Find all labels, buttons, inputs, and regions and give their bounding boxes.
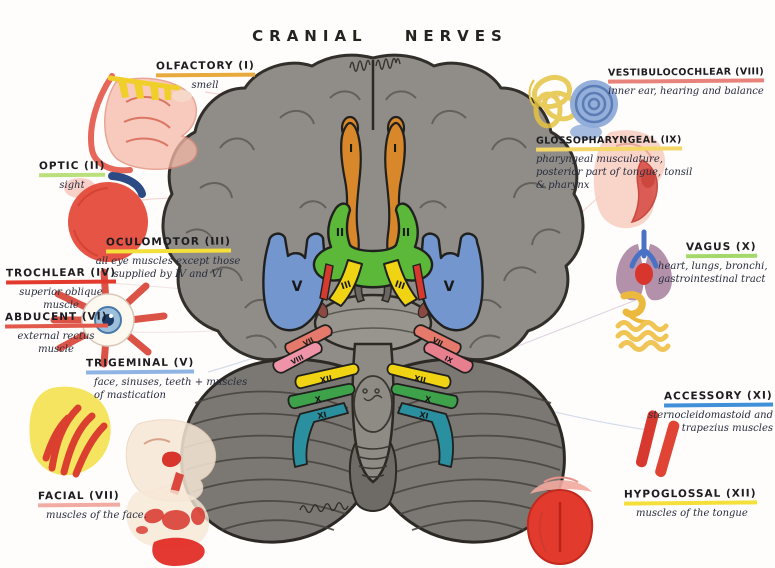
label-trigeminal-title: TRIGEMINAL (V) xyxy=(85,356,195,375)
facial-muscles-icon xyxy=(126,488,210,566)
label-abducent: ABDUCENT (VI) external rectus muscle xyxy=(2,307,110,356)
numeral-X: X xyxy=(424,394,433,404)
label-trochlear-title: TROCHLEAR (IV) xyxy=(5,266,117,285)
label-glossopharyngeal-desc: pharyngeal musculature, posterior part o… xyxy=(536,154,693,191)
label-accessory: ACCESSORY (XI) sternocleidomastoid and t… xyxy=(645,386,774,435)
label-accessory-title: ACCESSORY (XI) xyxy=(664,389,774,408)
label-glossopharyngeal: GLOSSOPHARYNGEAL (IX) pharyngeal muscula… xyxy=(535,130,704,192)
brain-inferior-view: I I II II III III V V VII VIII VII IX XI… xyxy=(161,53,585,544)
label-vestibulocochlear: VESTIBULOCOCHLEAR (VIII) inner ear, hear… xyxy=(600,62,772,98)
label-hypoglossal-desc: muscles of the tongue xyxy=(636,508,748,519)
numeral-XII: XII xyxy=(413,374,427,385)
nose-sketch-icon xyxy=(88,73,198,174)
label-optic-desc: sight xyxy=(59,180,85,191)
label-glossopharyngeal-title: GLOSSOPHARYNGEAL (IX) xyxy=(535,134,682,152)
numeral-I: I xyxy=(393,142,397,155)
nerve-numerals: I I II II III III V V VII VIII VII IX XI… xyxy=(290,142,455,421)
eyeball-icon xyxy=(64,172,148,262)
numeral-X: X xyxy=(314,394,323,404)
gi-tract-icon xyxy=(615,291,671,352)
vagus-stubs xyxy=(287,383,459,410)
neck-muscles-icon xyxy=(635,410,680,478)
label-vagus: VAGUS (X) heart, lungs, bronchi, gastroi… xyxy=(658,237,774,286)
numeral-II: II xyxy=(402,226,410,239)
label-trochlear: TROCHLEAR (IV) superior oblique muscle xyxy=(2,263,120,312)
face-sinuses-icon xyxy=(125,419,216,502)
jaw-muscle-icon xyxy=(29,386,111,478)
numeral-XII: XII xyxy=(319,374,333,385)
label-abducent-title: ABDUCENT (VI) xyxy=(4,310,108,329)
lungs-heart-icon xyxy=(616,229,672,301)
trigeminal-nerve-shape xyxy=(262,232,484,332)
label-vestibulocochlear-desc: inner ear, hearing and balance xyxy=(608,86,764,97)
numeral-VII: VII xyxy=(431,336,444,348)
trochlear-nerve-shape xyxy=(319,263,427,301)
label-vagus-desc: heart, lungs, bronchi, gastrointestinal … xyxy=(658,261,768,285)
numeral-II: II xyxy=(336,226,344,239)
medulla xyxy=(351,342,395,484)
label-vestibulocochlear-title: VESTIBULOCOCHLEAR (VIII) xyxy=(607,66,765,84)
numeral-XI: XI xyxy=(418,410,429,421)
pons xyxy=(313,293,433,353)
label-trigeminal: TRIGEMINAL (V) face, sinuses, teeth + mu… xyxy=(85,353,254,402)
gyri-squiggles xyxy=(185,90,561,349)
numeral-XI: XI xyxy=(317,410,328,421)
label-facial-desc: muscles of the face. xyxy=(46,510,147,521)
cerebellum-striations xyxy=(183,390,563,531)
label-facial-title: FACIAL (VII) xyxy=(37,489,120,508)
label-oculomotor-desc: all eye muscles except those supplied by… xyxy=(95,256,241,280)
midline-cilia xyxy=(349,57,401,72)
label-olfactory: OLFACTORY (I) smell xyxy=(146,56,264,92)
label-hypoglossal: HYPOGLOSSAL (XII) muscles of the tongue xyxy=(623,484,774,520)
numeral-III: III xyxy=(340,280,353,293)
label-hypoglossal-title: HYPOGLOSSAL (XII) xyxy=(623,487,757,506)
label-accessory-desc: sternocleidomastoid and trapezius muscle… xyxy=(648,410,773,434)
numeral-IX: IX xyxy=(443,355,454,366)
facial-vestibular-stubs xyxy=(272,324,474,374)
label-oculomotor: OCULOMOTOR (III) all eye muscles except … xyxy=(94,232,242,281)
numeral-VII: VII xyxy=(302,336,315,348)
page-title: CRANIAL NERVES xyxy=(252,27,508,45)
inner-ear-icon xyxy=(528,74,618,140)
numeral-I: I xyxy=(349,142,353,155)
numeral-V: V xyxy=(292,279,303,295)
label-trochlear-desc: superior oblique muscle xyxy=(19,287,103,311)
numeral-V: V xyxy=(444,279,455,295)
hypoglossal-stubs xyxy=(294,363,452,390)
eye-muscles-icon xyxy=(50,268,168,368)
tongue-icon xyxy=(526,476,594,566)
pharynx-tongue-icon xyxy=(593,130,666,229)
label-oculomotor-title: OCULOMOTOR (III) xyxy=(105,235,231,254)
label-trigeminal-desc: face, sinuses, teeth + muscles of mastic… xyxy=(94,377,248,401)
accessory-stubs xyxy=(292,402,454,468)
label-olfactory-title: OLFACTORY (I) xyxy=(155,59,255,78)
label-abducent-desc: external rectus muscle xyxy=(17,331,95,355)
oculomotor-nerve-shape xyxy=(328,259,418,307)
label-optic: OPTIC (II) sight xyxy=(24,156,120,192)
bottom-squiggle xyxy=(299,502,349,514)
numeral-III: III xyxy=(393,280,406,293)
optic-chiasm-shape xyxy=(312,202,434,289)
label-olfactory-desc: smell xyxy=(191,80,219,91)
label-optic-title: OPTIC (II) xyxy=(38,159,106,178)
label-vagus-title: VAGUS (X) xyxy=(685,240,757,259)
label-facial: FACIAL (VII) muscles of the face. xyxy=(37,486,178,522)
